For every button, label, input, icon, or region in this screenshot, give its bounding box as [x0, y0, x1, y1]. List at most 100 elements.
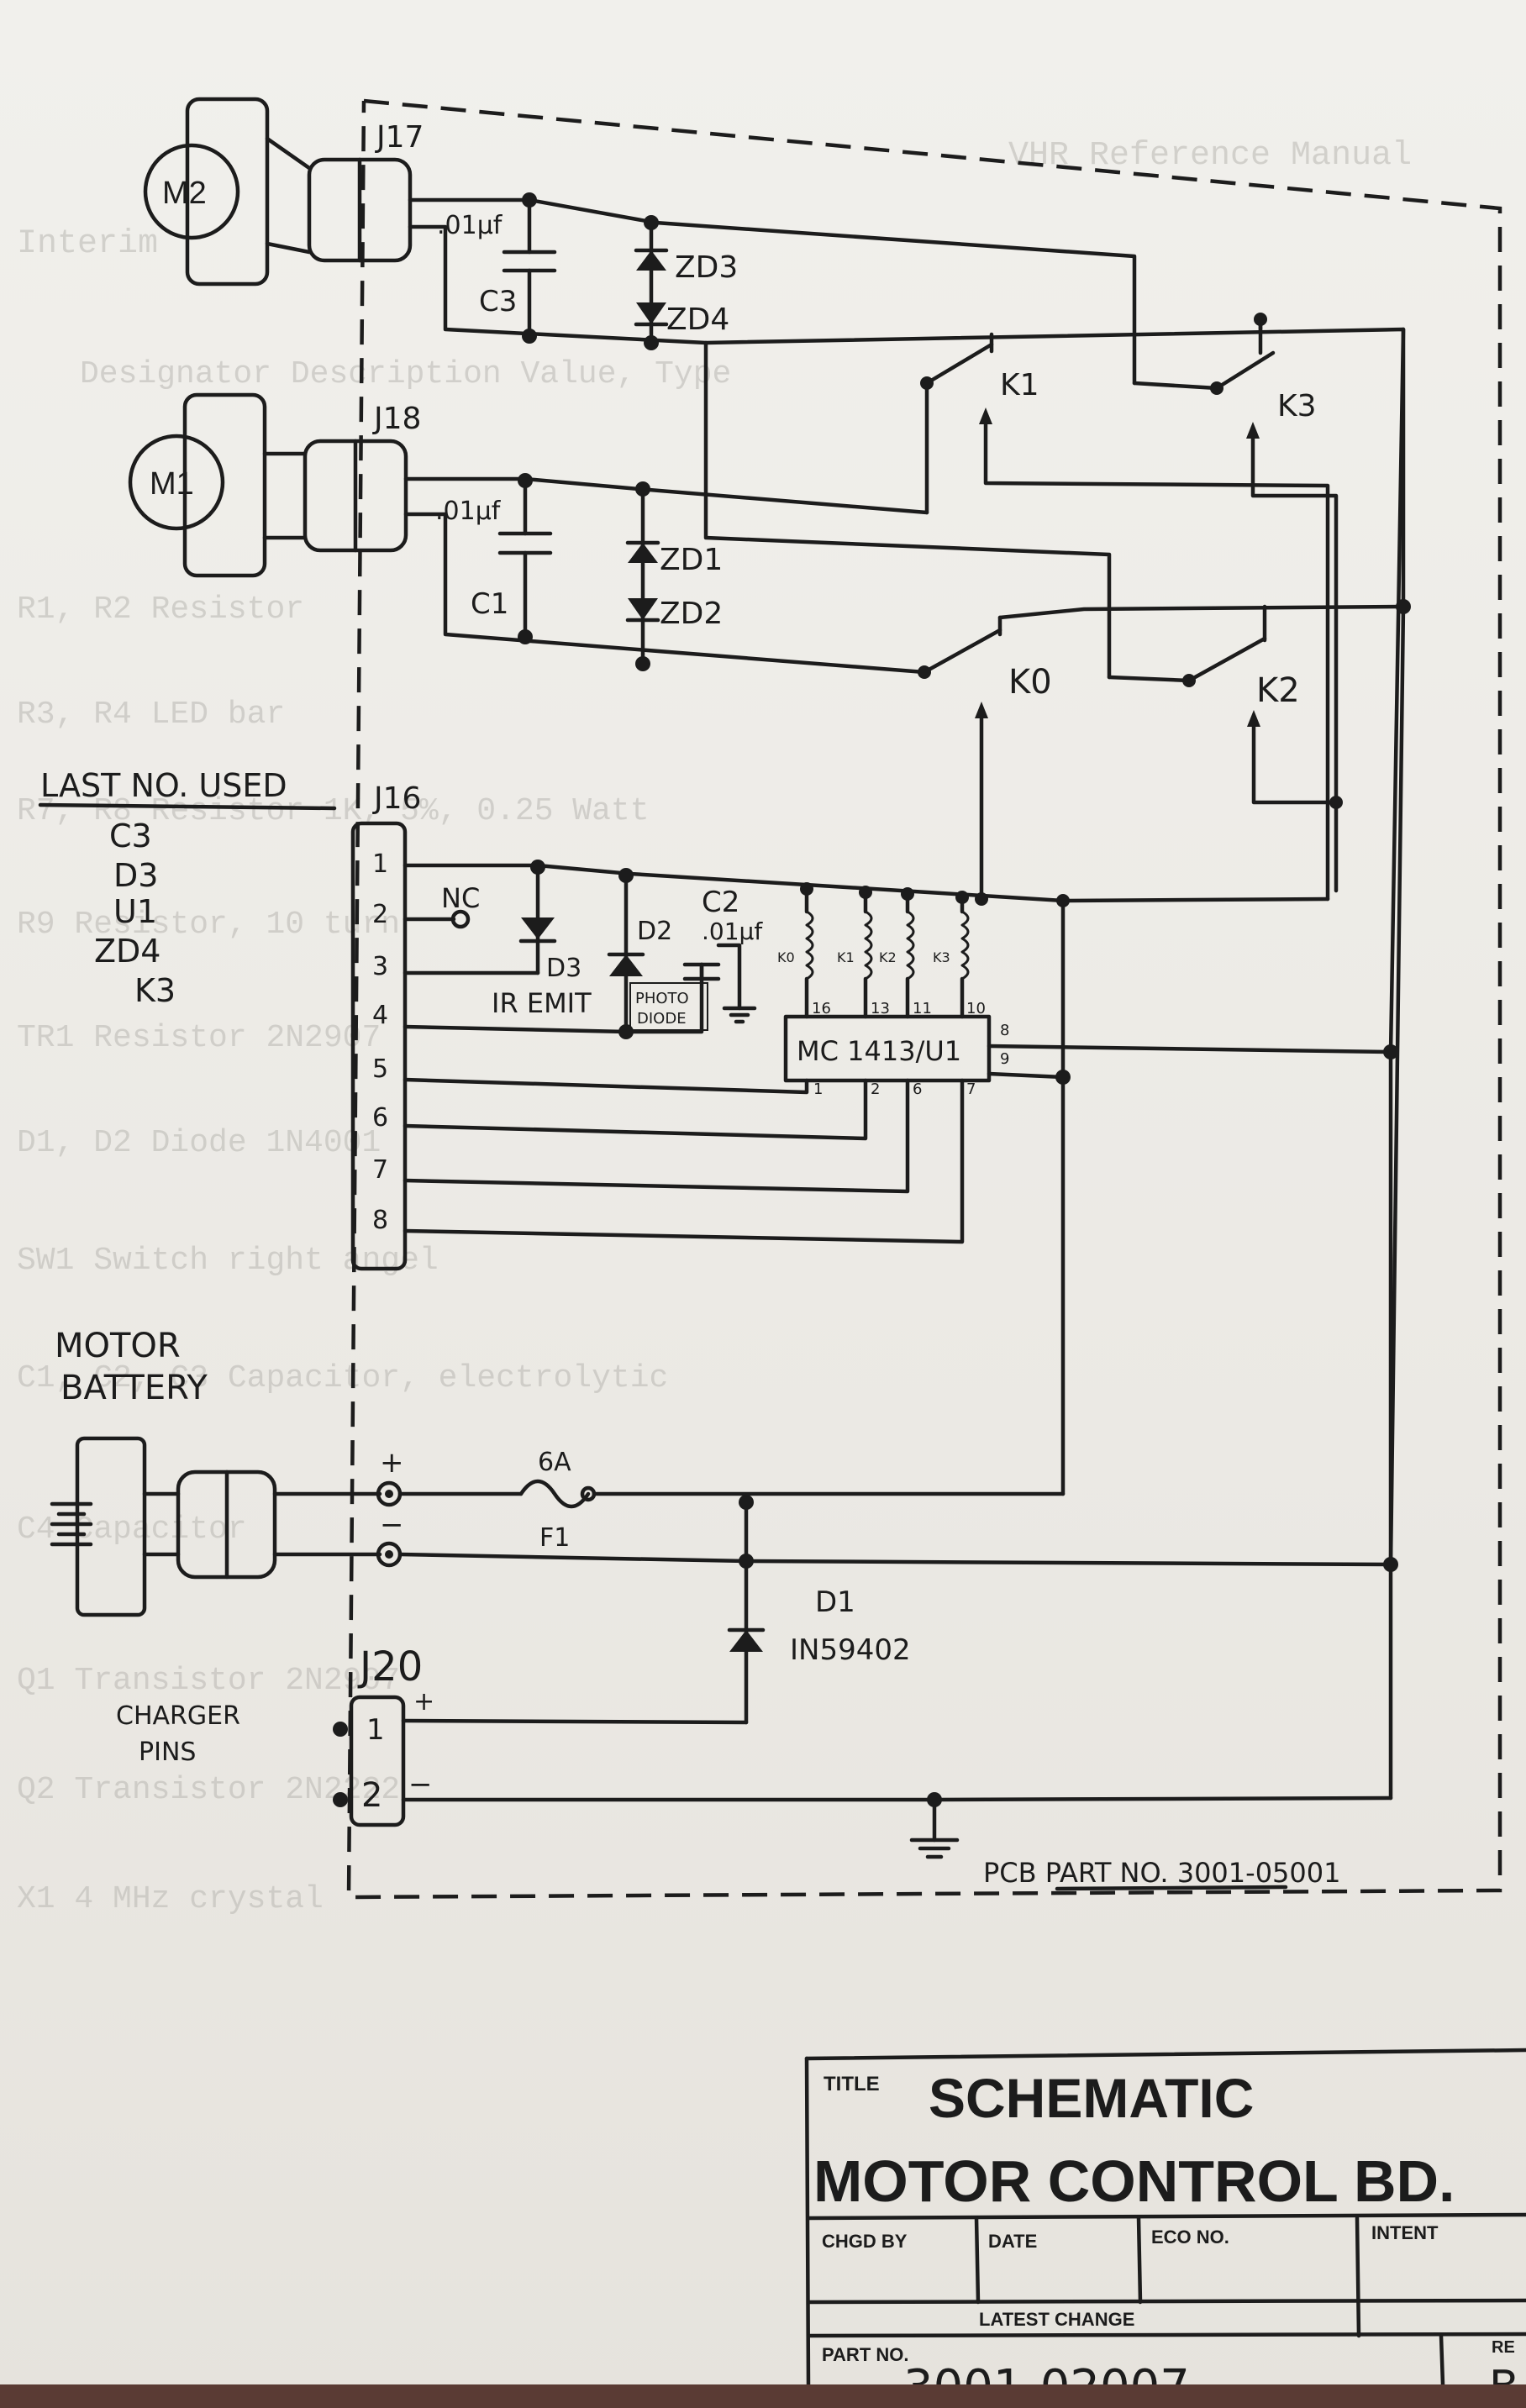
svg-text:X1: X1 4 MHz crystal: [17, 1881, 324, 1917]
desk-edge: [0, 2384, 1526, 2408]
title-line-2: MOTOR CONTROL BD.: [813, 2148, 1455, 2214]
fuse-rating: 6A: [538, 1448, 571, 1477]
connector-j16: J16 1 2 3 4 5 6 7 8: [350, 781, 421, 1271]
connector-j17: J17: [265, 120, 424, 263]
j16-pin: 1: [372, 849, 388, 879]
coil-k0: K0: [777, 882, 814, 1019]
battery-connector: [142, 1470, 277, 1580]
ic-pin: 10: [966, 1000, 986, 1017]
coil-k0-label: K0: [777, 949, 795, 965]
coil-k3: K3: [933, 891, 970, 1019]
battery-plus: +: [380, 1446, 404, 1480]
coil-k1-label: K1: [837, 949, 855, 965]
c2-label: C2: [702, 886, 739, 919]
relay-k0: K0: [918, 615, 1052, 718]
k3-label: K3: [1277, 389, 1317, 423]
eco-number-label: ECO NO.: [1151, 2227, 1229, 2248]
svg-text:SW1 Switch: SW1 Switch right angel: [17, 1243, 439, 1279]
svg-text:R3, R4 LED bar: R3, R4 LED bar: [17, 697, 285, 733]
title-tag: TITLE: [824, 2073, 880, 2095]
relay-k1: K1: [920, 332, 1039, 424]
latest-change-label: LATEST CHANGE: [979, 2309, 1134, 2330]
last-used-item: C3: [109, 818, 152, 854]
revision-label: RE: [1492, 2338, 1515, 2357]
date-label: DATE: [988, 2231, 1037, 2252]
j16-pin: 2: [372, 900, 388, 929]
j16-pin: 6: [372, 1103, 388, 1133]
last-used-heading: LAST NO. USED: [40, 767, 287, 804]
motor-battery-label: MOTOR: [55, 1327, 181, 1365]
ic-pin: 8: [1000, 1022, 1009, 1039]
k2-label: K2: [1256, 671, 1300, 710]
title-line-1: SCHEMATIC: [929, 2067, 1254, 2129]
j18-label: J18: [372, 402, 421, 436]
ic-pin: 9: [1000, 1050, 1009, 1068]
ic-pin: 6: [913, 1080, 922, 1098]
last-used-item: U1: [113, 893, 157, 930]
ic-pin: 16: [812, 1000, 831, 1017]
connector-j18: J18: [262, 402, 421, 553]
pcb-boundary: [346, 98, 1502, 1900]
j20-label: J20: [357, 1643, 423, 1690]
j16-pin: 8: [372, 1206, 388, 1235]
ic-mc1413-u1: MC 1413/U1 16 13 11 10 8 9 1 2 6 7: [783, 1000, 1009, 1098]
j16-label: J16: [372, 781, 421, 816]
c1-label: C1: [471, 587, 508, 621]
svg-text:TR1 Resistor: TR1 Resistor 2N2907: [17, 1020, 381, 1056]
photo-diode-label: DIODE: [637, 1010, 687, 1028]
coil-k2-label: K2: [879, 949, 897, 965]
ir-emit-label: IR EMIT: [492, 987, 592, 1019]
d2-label: D2: [637, 917, 672, 946]
j16-pin: 4: [372, 1001, 388, 1030]
svg-text:D1, D2 Diode: D1, D2 Diode 1N4001: [17, 1125, 381, 1161]
j16-pin: 7: [372, 1155, 388, 1185]
k1-label: K1: [1000, 368, 1039, 402]
ic-pin: 11: [913, 1000, 932, 1017]
battery-minus: −: [380, 1508, 404, 1542]
last-used-item: ZD4: [94, 933, 160, 970]
motor-m2: M2: [143, 97, 270, 287]
svg-text:R9: R9 Resistor, 10 turn: [17, 907, 400, 943]
nc-label: NC: [441, 882, 480, 914]
j20-pin: 2: [361, 1776, 382, 1815]
checked-by-label: CHGD BY: [822, 2231, 908, 2252]
zd3-label: ZD3: [675, 250, 738, 285]
coil-k2: K2: [879, 887, 915, 1019]
svg-text:Q1 Transistor: Q1 Transistor 2N2907: [17, 1663, 400, 1699]
d3-label: D3: [546, 954, 581, 983]
svg-text:Designator Description: Designator Description Value, Type: [80, 356, 731, 392]
ic-pin: 7: [966, 1080, 976, 1098]
svg-text:C1, C2, C3 Capacitor, el: C1, C2, C3 Capacitor, electrolytic: [17, 1360, 668, 1396]
c2-value: .01µf: [702, 917, 763, 945]
svg-text:Interim: Interim: [17, 225, 158, 263]
k0-label: K0: [1008, 663, 1052, 702]
c1-value: .01µf: [435, 497, 502, 526]
motor-m2-label: M2: [162, 176, 207, 211]
svg-text:R7, R8 Resistor: R7, R8 Resistor 1K, 5%, 0.25 Watt: [17, 793, 650, 829]
ic-pin: 2: [871, 1080, 880, 1098]
charger-pins-label: PINS: [139, 1738, 196, 1767]
motor-battery: MOTOR BATTERY: [50, 1327, 208, 1617]
zd4-label: ZD4: [666, 302, 729, 337]
part-number-label: PART NO.: [822, 2344, 908, 2365]
charger-pins-label: CHARGER: [116, 1701, 240, 1731]
svg-text:R1, R2 Resistor: R1, R2 Resistor: [17, 591, 304, 628]
zd1-label: ZD1: [660, 543, 723, 577]
j20-pin: 1: [366, 1713, 385, 1747]
relay-k3: K3: [1210, 317, 1317, 439]
ic-pin: 1: [813, 1080, 823, 1098]
j20-minus: −: [408, 1768, 433, 1801]
coil-k3-label: K3: [933, 949, 950, 965]
coil-k1: K1: [837, 886, 873, 1019]
motor-battery-label: BATTERY: [61, 1369, 208, 1407]
motor-m1-label: M1: [150, 466, 194, 502]
zd2-label: ZD2: [660, 597, 723, 631]
j20-plus: +: [413, 1687, 434, 1717]
last-number-used: LAST NO. USED C3 D3 U1 ZD4 K3: [38, 767, 337, 1009]
bleed-through-text: VHR Reference Manual Interim Designator …: [17, 137, 1412, 1917]
motor-m1: M1: [128, 392, 267, 578]
svg-text:C4 Capacitor: C4 Capacitor: [17, 1512, 247, 1548]
j16-pin: 5: [372, 1054, 388, 1084]
